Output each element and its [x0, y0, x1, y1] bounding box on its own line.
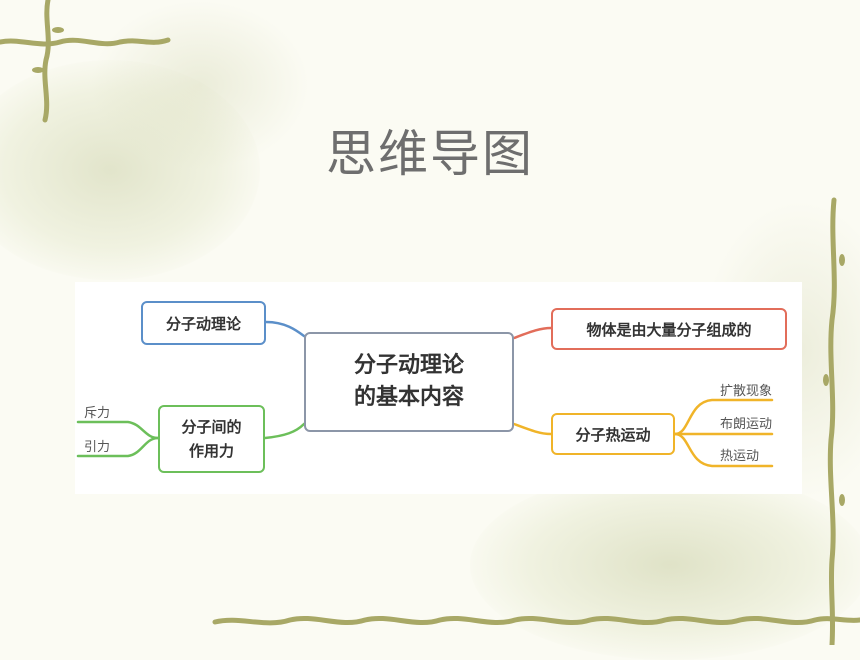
- branch-node-force-line1: 分子间的: [181, 418, 242, 436]
- connector-thermal: [512, 422, 553, 436]
- branch-node-composition-label: 物体是由大量分子组成的: [586, 320, 752, 339]
- branch-node-force: 分子间的 作用力: [158, 405, 265, 473]
- leaf-repulsion: 斥力: [84, 406, 111, 421]
- decorative-vine-frame: [0, 0, 860, 645]
- branch-node-thermal: 分子热运动: [551, 413, 675, 455]
- center-node-line2: 的基本内容: [353, 385, 464, 410]
- branch-node-theory: 分子动理论: [141, 301, 266, 345]
- leaf-brownian: 布朗运动: [720, 417, 773, 432]
- branch-node-force-line2: 作用力: [188, 442, 234, 460]
- connector-composition: [512, 326, 553, 340]
- center-node: 分子动理论 的基本内容: [304, 332, 514, 432]
- center-node-line1: 分子动理论: [353, 353, 464, 378]
- branch-node-composition: 物体是由大量分子组成的: [551, 308, 787, 350]
- connector-leaf-heat: [673, 432, 774, 468]
- leaf-diffusion: 扩散现象: [720, 384, 773, 399]
- leaf-attraction: 引力: [84, 440, 111, 455]
- connector-force: [263, 422, 306, 440]
- branch-node-thermal-label: 分子热运动: [575, 425, 651, 444]
- leaf-heat-motion: 热运动: [720, 449, 760, 464]
- connector-leaf-attraction: [76, 436, 160, 458]
- mindmap-connectors: [76, 320, 774, 468]
- branch-node-theory-label: 分子动理论: [165, 314, 241, 333]
- slide-title: 思维导图: [326, 124, 534, 183]
- connector-theory: [264, 320, 306, 338]
